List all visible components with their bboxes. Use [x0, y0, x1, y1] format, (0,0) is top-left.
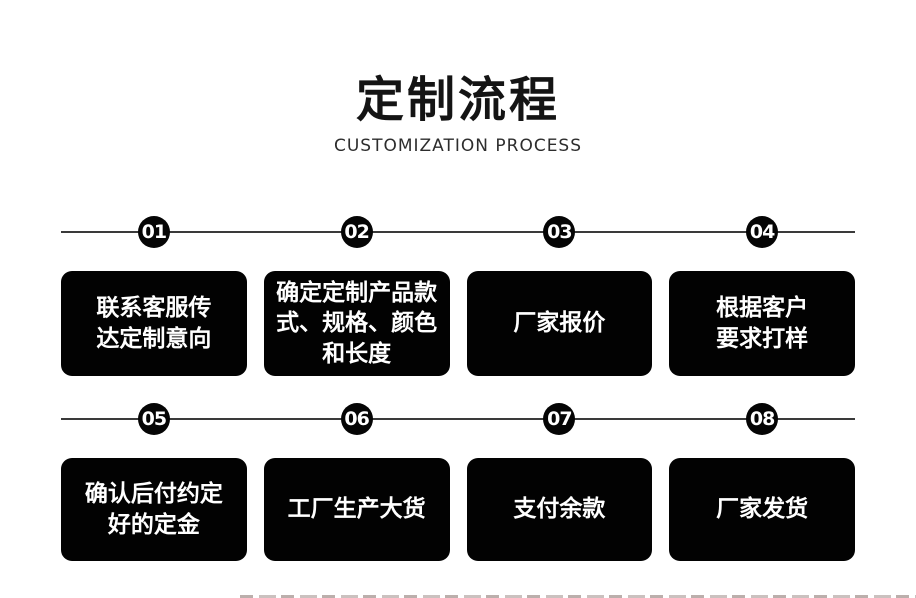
step-box-8: 厂家发货 — [669, 458, 855, 561]
process-content: 01 02 03 04 联系客服传 达定制意向 确定定制产品款 式、规格、颜色 … — [61, 216, 855, 561]
badge-cell: 01 — [61, 216, 247, 248]
step-number-badge: 01 — [137, 216, 170, 248]
badge-cell: 03 — [467, 216, 653, 248]
step-box-2: 确定定制产品款 式、规格、颜色 和长度 — [263, 271, 450, 376]
step-number-badge: 02 — [340, 216, 373, 248]
process-row-2-boxes: 确认后付约定 好的定金 工厂生产大货 支付余款 厂家发货 — [61, 458, 855, 561]
connector-line — [61, 418, 855, 420]
step-number-badge: 04 — [746, 216, 779, 248]
step-number-badge: 03 — [543, 216, 576, 248]
badge-cell: 08 — [669, 403, 855, 435]
step-box-1: 联系客服传 达定制意向 — [61, 271, 247, 376]
page-title: 定制流程 — [355, 72, 560, 128]
step-box-3: 厂家报价 — [466, 271, 653, 376]
badge-cell: 05 — [61, 403, 247, 435]
step-number-badge: 08 — [746, 403, 779, 435]
cutoff-content-strip — [240, 595, 916, 598]
badge-cell: 06 — [264, 403, 450, 435]
step-box-4: 根据客户 要求打样 — [669, 271, 855, 376]
badge-cell: 02 — [264, 216, 450, 248]
step-box-5: 确认后付约定 好的定金 — [61, 458, 247, 561]
header: 定制流程 CUSTOMIZATION PROCESS — [0, 0, 916, 156]
step-number-badge: 05 — [137, 403, 170, 435]
process-row-1-boxes: 联系客服传 达定制意向 确定定制产品款 式、规格、颜色 和长度 厂家报价 根据客… — [61, 271, 855, 376]
step-number-badge: 07 — [543, 403, 576, 435]
step-number-badge: 06 — [340, 403, 373, 435]
page-subtitle: CUSTOMIZATION PROCESS — [333, 136, 583, 156]
step-box-6: 工厂生产大货 — [263, 458, 450, 561]
process-row-1-badges: 01 02 03 04 — [61, 216, 855, 248]
step-box-7: 支付余款 — [466, 458, 653, 561]
process-row-2-badges: 05 06 07 08 — [61, 403, 855, 435]
badge-cell: 04 — [669, 216, 855, 248]
connector-line — [61, 231, 855, 233]
badge-cell: 07 — [467, 403, 653, 435]
